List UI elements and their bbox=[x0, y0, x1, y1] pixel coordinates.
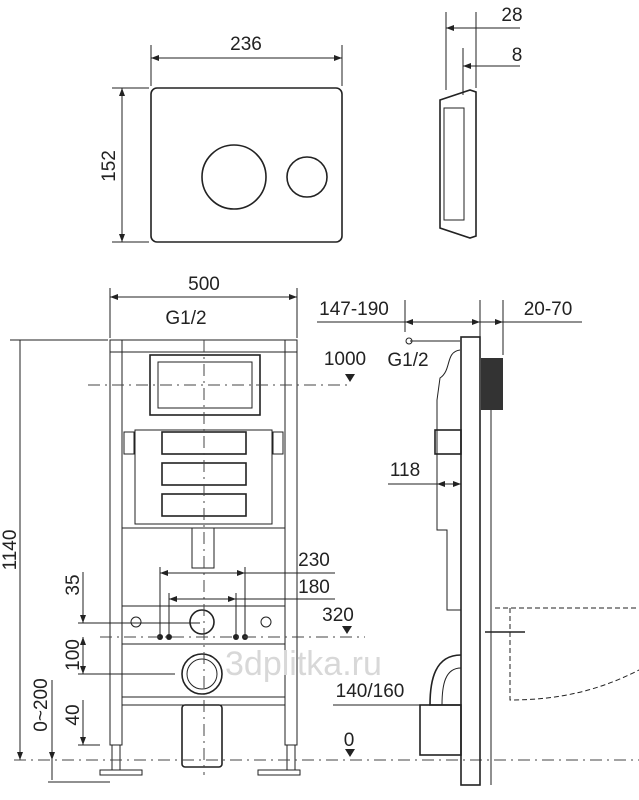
wall-gap-label: 147-190 bbox=[319, 299, 389, 320]
small-button bbox=[286, 156, 328, 198]
drain-size-label: 140/160 bbox=[336, 681, 405, 702]
side-inlet-label: G1/2 bbox=[387, 350, 428, 371]
large-button bbox=[201, 144, 267, 210]
dim-40-label: 40 bbox=[63, 704, 84, 725]
level-0-label: 0 bbox=[344, 730, 355, 751]
toilet-outline bbox=[495, 607, 639, 701]
front-adjust-label: 20-70 bbox=[524, 299, 573, 320]
frame-side-view: 147-190 20-70 G1/2 118 140/160 bbox=[317, 299, 639, 786]
height-1140-label: 1140 bbox=[0, 530, 21, 571]
spacing-inner-label: 180 bbox=[298, 577, 330, 598]
side-depth-label: 118 bbox=[390, 460, 420, 481]
frame-front-view: 500 G1/2 230 180 bbox=[0, 274, 335, 783]
level-lines: 1000 320 0 bbox=[14, 349, 639, 761]
flush-plate-side: 28 8 bbox=[439, 5, 523, 239]
frame-width-label: 500 bbox=[188, 274, 220, 295]
dim-100-label: 100 bbox=[63, 639, 84, 671]
dim-range-label: 0~200 bbox=[31, 678, 52, 731]
front-inlet-label: G1/2 bbox=[165, 308, 206, 329]
watermark: 3dplitka.ru bbox=[225, 645, 382, 683]
level-320-label: 320 bbox=[322, 605, 354, 626]
plate-height-label: 152 bbox=[99, 150, 120, 182]
level-1000-label: 1000 bbox=[324, 349, 366, 370]
plate-depth-label: 28 bbox=[501, 5, 522, 26]
flush-plate-front: 236 152 bbox=[99, 34, 343, 243]
spacing-outer-label: 230 bbox=[298, 550, 330, 571]
dim-35-label: 35 bbox=[63, 574, 84, 595]
plate-width-label: 236 bbox=[230, 34, 262, 55]
plate-offset-label: 8 bbox=[512, 45, 523, 66]
